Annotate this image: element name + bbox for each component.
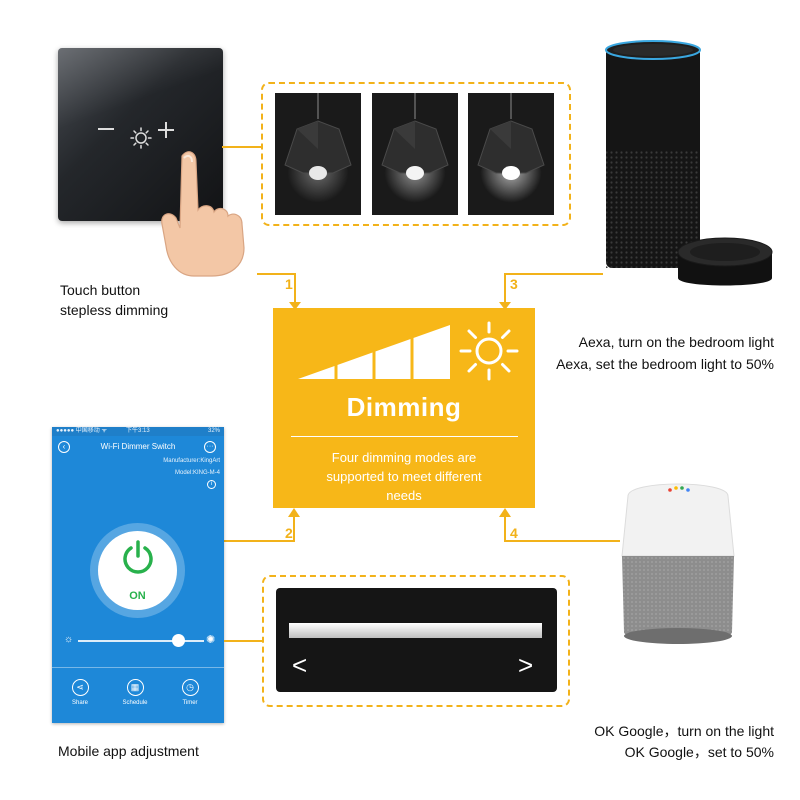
lamp-brightness-box	[261, 82, 571, 226]
connector-arrow-3	[499, 273, 603, 310]
dimming-card	[273, 308, 535, 508]
power-icon[interactable]	[120, 539, 156, 575]
manufacturer-label: Manufacturer:KingArt	[163, 458, 220, 464]
brightness-high-icon: ✺	[206, 634, 216, 646]
brightness-low-icon: ☼	[64, 634, 74, 645]
step-number-3: 3	[510, 276, 518, 292]
step-number-4: 4	[510, 525, 518, 541]
model-label: Model:KING-M-4	[174, 470, 220, 476]
echo-dot-image	[677, 237, 773, 286]
connector-arrow-4	[499, 508, 620, 542]
dimming-divider	[291, 436, 518, 437]
connector-arrow-1	[257, 273, 301, 310]
brightness-slider-track[interactable]	[78, 640, 204, 642]
info-icon[interactable]: i	[207, 480, 216, 489]
minus-icon[interactable]	[98, 128, 114, 130]
brightness-slider-thumb[interactable]	[172, 634, 186, 647]
sun-icon	[459, 321, 519, 381]
dimmer-slider-bar[interactable]	[289, 623, 542, 638]
dimming-description: Four dimming modes are supported to meet…	[326, 450, 482, 503]
slider-box	[262, 575, 570, 707]
timer-icon: ◷	[181, 679, 199, 696]
sun-icon[interactable]	[130, 127, 152, 149]
share-tab[interactable]: ⋖ Share	[60, 679, 100, 706]
google-caption: OK Google，turn on the light OK Google，se…	[594, 723, 774, 760]
app-caption: Mobile app adjustment	[58, 743, 199, 759]
phone-status-bar: ●●●●● 中国移动 ᯤ 下午3:13 32%	[52, 427, 224, 436]
hand-icon	[161, 151, 245, 277]
schedule-tab[interactable]: ▦ Schedule	[115, 679, 155, 706]
slider-right-arrow[interactable]: >	[518, 650, 534, 680]
connector-arrow-2	[224, 508, 300, 542]
app-title: Wi-Fi Dimmer Switch	[100, 442, 176, 451]
timer-tab[interactable]: ◷ Timer	[170, 679, 210, 706]
step-number-1: 1	[285, 276, 293, 292]
touch-caption: Touch button stepless dimming	[60, 282, 169, 318]
schedule-icon: ▦	[126, 679, 144, 696]
brightness-ramp-icon	[298, 325, 450, 381]
lamp-dim-image	[275, 93, 361, 215]
lamp-medium-image	[372, 93, 458, 215]
alexa-caption: Aexa, turn on the bedroom light Aexa, se…	[556, 334, 774, 372]
slider-left-arrow[interactable]: <	[292, 650, 308, 680]
step-number-2: 2	[285, 525, 293, 541]
more-icon[interactable]: ···	[204, 441, 216, 453]
phone-app-screen: ●●●●● 中国移动 ᯤ 下午3:13 32% ‹ Wi-Fi Dimmer S…	[52, 427, 224, 723]
power-state-label: ON	[129, 590, 146, 602]
google-home-image	[621, 483, 735, 644]
dimming-title: Dimming	[346, 392, 462, 422]
lamp-bright-image	[468, 93, 554, 215]
back-icon[interactable]: ‹	[58, 441, 70, 453]
touch-dimmer-panel	[58, 48, 223, 221]
share-icon: ⋖	[71, 679, 89, 696]
dimmer-slider-card	[276, 588, 557, 692]
amazon-echo-image	[605, 40, 701, 268]
